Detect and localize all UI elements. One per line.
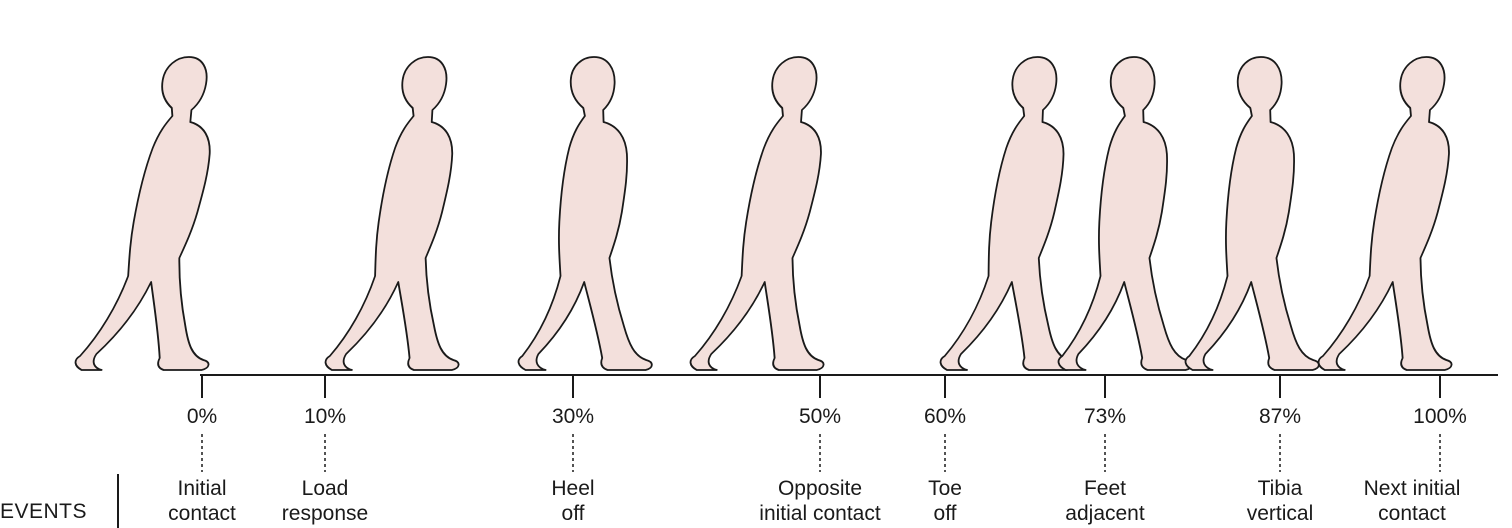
event-label-line2: contact [1317, 501, 1507, 526]
event-percent: 30% [513, 405, 633, 429]
event-percent: 100% [1380, 405, 1500, 429]
events-label: EVENTS [0, 500, 87, 524]
event-label-line1: Load [230, 476, 420, 501]
event-label-line1: Next initial [1317, 476, 1507, 501]
event-percent: 50% [760, 405, 880, 429]
figure-initial-contact [74, 57, 263, 370]
figure-next-initial-contact [1317, 57, 1500, 370]
event-percent: 87% [1220, 405, 1340, 429]
event-label-line1: Heel [478, 476, 668, 501]
event-label: Feet adjacent [1010, 476, 1200, 526]
event-label-line2: response [230, 501, 420, 526]
event-percent: 10% [265, 405, 385, 429]
figure-heel-off [518, 57, 668, 370]
event-label: Heel off [478, 476, 668, 526]
figure-tibia-vertical [1185, 57, 1335, 370]
figure-opposite-initial-contact [689, 57, 872, 370]
event-label: Next initial contact [1317, 476, 1507, 526]
event-percent: 73% [1045, 405, 1165, 429]
event-label-line1: Feet [1010, 476, 1200, 501]
event-label: Load response [230, 476, 420, 526]
figure-feet-adjacent [1058, 57, 1208, 370]
event-percent: 60% [885, 405, 1005, 429]
figure-load-response [324, 57, 501, 370]
event-label-line2: off [478, 501, 668, 526]
event-percent: 0% [142, 405, 262, 429]
event-label-line2: adjacent [1010, 501, 1200, 526]
